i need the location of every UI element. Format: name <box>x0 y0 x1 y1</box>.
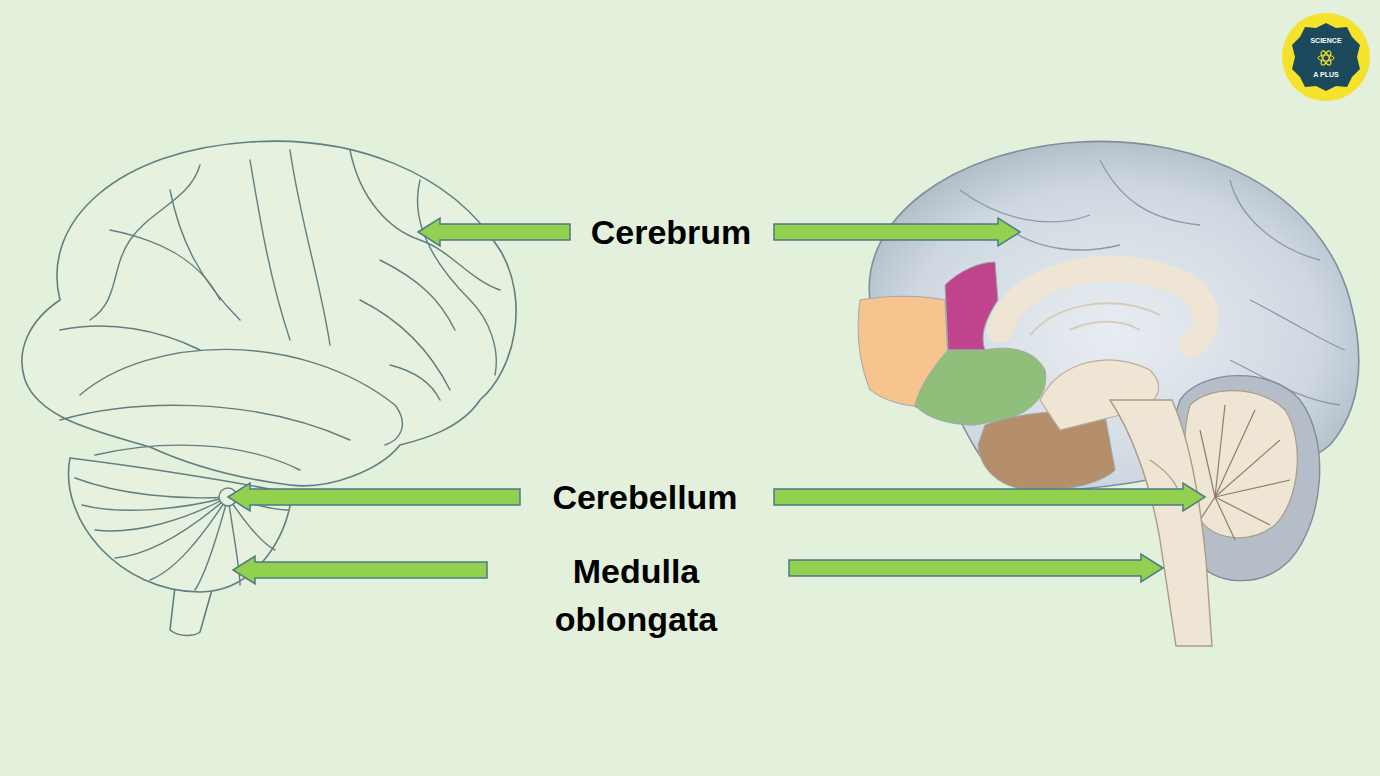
part-label: Cerebrum <box>591 208 752 256</box>
logo-text: A PLUS <box>1313 71 1338 79</box>
part-label: Medulla oblongata <box>536 547 736 643</box>
part-label: Cerebellum <box>552 473 737 521</box>
logo-text: SCIENCE <box>1310 37 1341 45</box>
